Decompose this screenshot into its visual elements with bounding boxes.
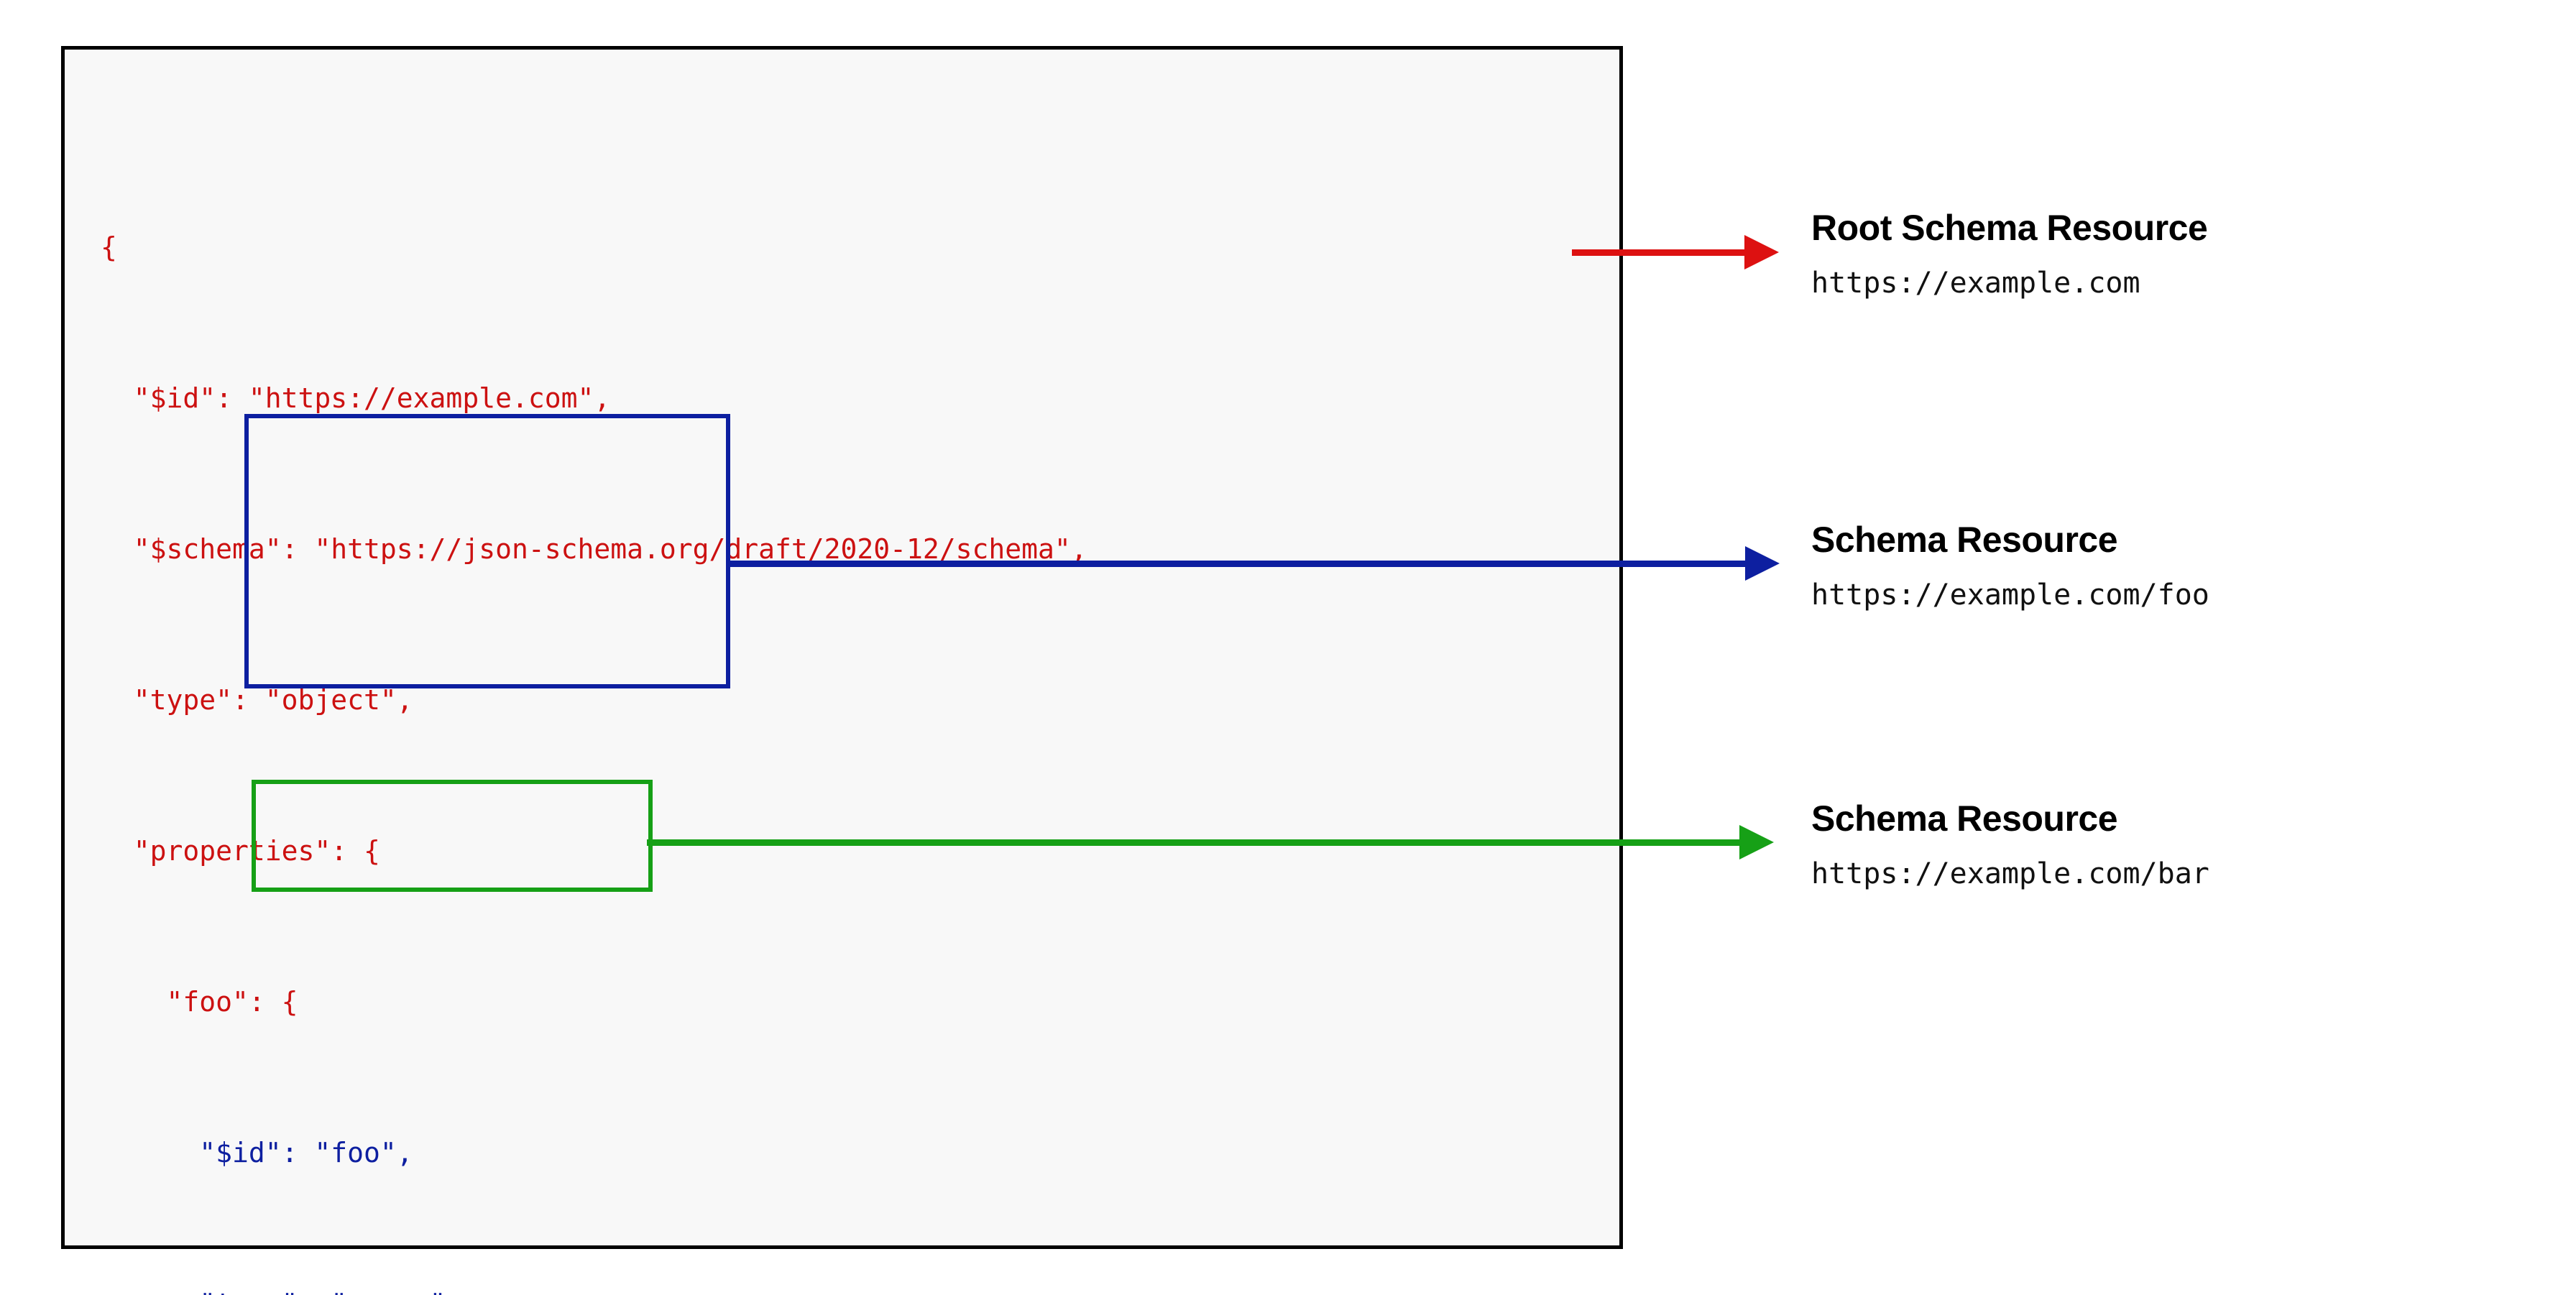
code-line: "foo": { <box>101 986 298 1018</box>
arrow-head-icon <box>1739 825 1774 860</box>
arrow-head-icon <box>1744 235 1779 269</box>
code-line: "$schema": "https://json-schema.org/draf… <box>101 533 1087 565</box>
foo-schema-highlight-box <box>244 414 730 688</box>
annotation-foo-schema: Schema Resource https://example.com/foo <box>1811 519 2209 612</box>
annotation-url: https://example.com/foo <box>1811 579 2209 612</box>
arrow-shaft <box>1572 249 1750 256</box>
annotation-bar-schema: Schema Resource https://example.com/bar <box>1811 798 2209 891</box>
arrow-shaft <box>730 561 1751 567</box>
json-code-panel: { "$id": "https://example.com", "$schema… <box>61 46 1623 1295</box>
annotation-url: https://example.com/bar <box>1811 857 2209 890</box>
code-line: "$id": "https://example.com", <box>101 382 611 414</box>
code-line: "type": "array", <box>101 1278 1087 1295</box>
annotation-root-schema: Root Schema Resource https://example.com <box>1811 207 2208 300</box>
bar-schema-highlight-box <box>252 780 653 892</box>
annotation-url: https://example.com <box>1811 267 2140 300</box>
code-line: { <box>101 231 117 263</box>
arrow-head-icon <box>1745 546 1780 581</box>
annotation-title: Schema Resource <box>1811 798 2118 839</box>
json-code-block: { "$id": "https://example.com", "$schema… <box>101 121 1087 1295</box>
code-line: "$id": "foo", <box>101 1137 413 1169</box>
annotation-title: Schema Resource <box>1811 520 2118 560</box>
code-line: "properties": { <box>101 835 380 867</box>
code-line: "type": "object", <box>101 684 413 716</box>
annotation-title: Root Schema Resource <box>1811 208 2208 248</box>
arrow-shaft <box>647 839 1745 846</box>
